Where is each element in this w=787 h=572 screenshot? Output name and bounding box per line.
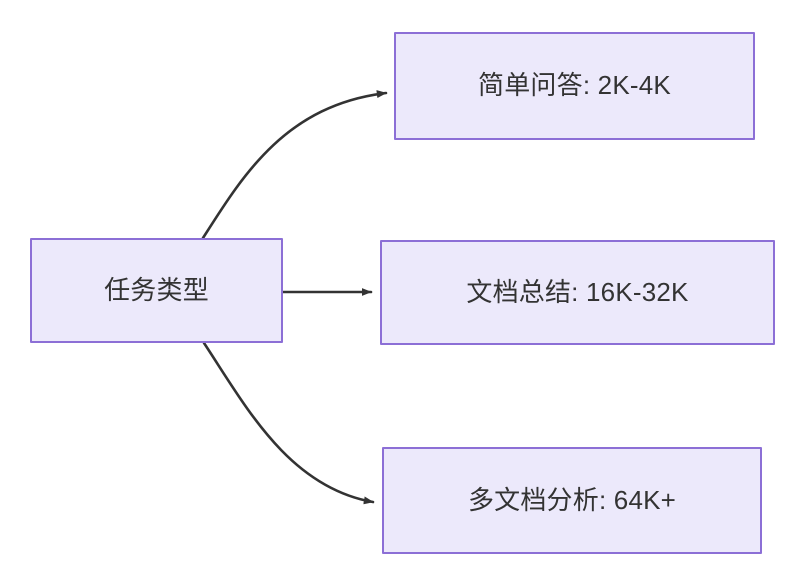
edge-root-to-simple-qa <box>201 90 388 240</box>
node-multi-doc[interactable]: 多文档分析: 64K+ <box>382 447 762 554</box>
node-doc-summary[interactable]: 文档总结: 16K-32K <box>380 240 775 345</box>
edge-root-to-multi-doc <box>202 341 375 505</box>
node-task-type[interactable]: 任务类型 <box>30 238 283 343</box>
node-simple-qa-label: 简单问答: 2K-4K <box>478 70 671 101</box>
node-simple-qa[interactable]: 简单问答: 2K-4K <box>394 32 755 140</box>
node-task-type-label: 任务类型 <box>104 274 209 305</box>
node-multi-doc-label: 多文档分析: 64K+ <box>467 484 677 515</box>
node-doc-summary-label: 文档总结: 16K-32K <box>466 276 689 307</box>
